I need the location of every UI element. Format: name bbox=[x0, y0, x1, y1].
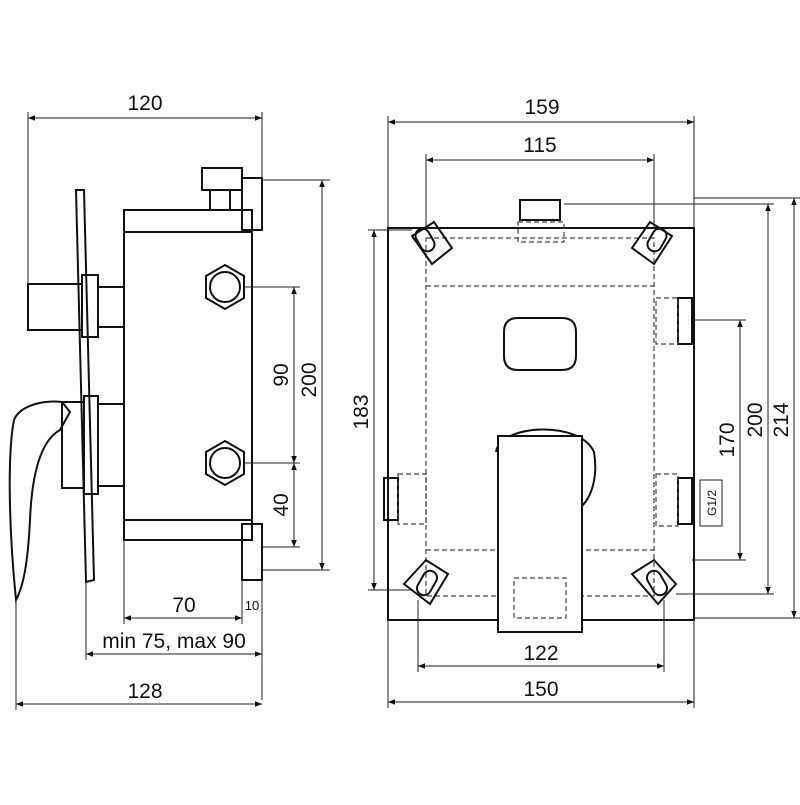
front-dim-115: 115 bbox=[523, 134, 556, 157]
front-dim-150: 150 bbox=[523, 678, 558, 701]
side-dim-200: 200 bbox=[298, 362, 321, 397]
side-dim-70: 70 bbox=[172, 594, 195, 617]
side-knob-collar bbox=[81, 274, 99, 338]
side-top-inlet-nut bbox=[201, 167, 243, 191]
front-thread-label: G1/2 bbox=[705, 490, 719, 516]
front-dim-159: 159 bbox=[524, 96, 559, 119]
front-right-connector-lower-hidden bbox=[655, 473, 679, 527]
front-left-connector-hidden bbox=[397, 473, 427, 525]
front-right-connector-upper bbox=[677, 297, 693, 345]
front-view: 159 115 183 170 200 214 G1/2 122 bbox=[350, 96, 800, 708]
side-top-connector bbox=[241, 177, 263, 231]
front-left-connector bbox=[383, 477, 399, 521]
front-top-inlet bbox=[519, 199, 561, 221]
side-dim-90: 90 bbox=[270, 363, 293, 386]
front-bottom-connector-hidden bbox=[513, 577, 567, 619]
front-mount-slot-br bbox=[630, 558, 678, 606]
side-wall-plate bbox=[74, 189, 96, 584]
side-dim-range: min 75, max 90 bbox=[102, 630, 246, 653]
side-knob-stem bbox=[97, 286, 125, 328]
front-dim-200: 200 bbox=[744, 402, 767, 437]
front-mount-slot-tr bbox=[630, 220, 674, 266]
side-body bbox=[123, 209, 253, 541]
front-right-connector-upper-hidden bbox=[655, 297, 679, 345]
side-diverter-knob bbox=[27, 283, 83, 331]
side-lever-base bbox=[61, 401, 85, 489]
side-view: 120 90 200 40 70 10 min 75, max 90 128 bbox=[8, 92, 330, 710]
front-mount-slot-bl bbox=[402, 558, 450, 606]
side-dim-128: 128 bbox=[127, 680, 162, 703]
side-dim-40: 40 bbox=[270, 493, 293, 516]
front-lever-handle bbox=[497, 435, 583, 633]
front-dim-214: 214 bbox=[770, 402, 793, 437]
front-mount-slot-tl bbox=[410, 220, 454, 266]
side-lever-stem bbox=[97, 403, 125, 487]
front-thread-callout-box bbox=[699, 479, 723, 527]
side-dim-120: 120 bbox=[127, 92, 162, 115]
side-nut-bore-upper bbox=[209, 271, 241, 303]
front-right-connector-lower bbox=[677, 477, 693, 525]
front-dim-122: 122 bbox=[523, 642, 558, 665]
side-bottom-connector bbox=[241, 523, 263, 581]
side-lever-handle bbox=[8, 400, 72, 604]
front-diverter-knob bbox=[503, 317, 577, 371]
side-dim-10: 10 bbox=[245, 598, 259, 613]
side-nut-bore-lower bbox=[209, 447, 241, 479]
front-dim-170: 170 bbox=[716, 422, 739, 457]
side-top-inlet-stem bbox=[209, 189, 231, 211]
front-top-inlet-hidden bbox=[517, 221, 565, 243]
front-dim-183: 183 bbox=[350, 394, 373, 429]
